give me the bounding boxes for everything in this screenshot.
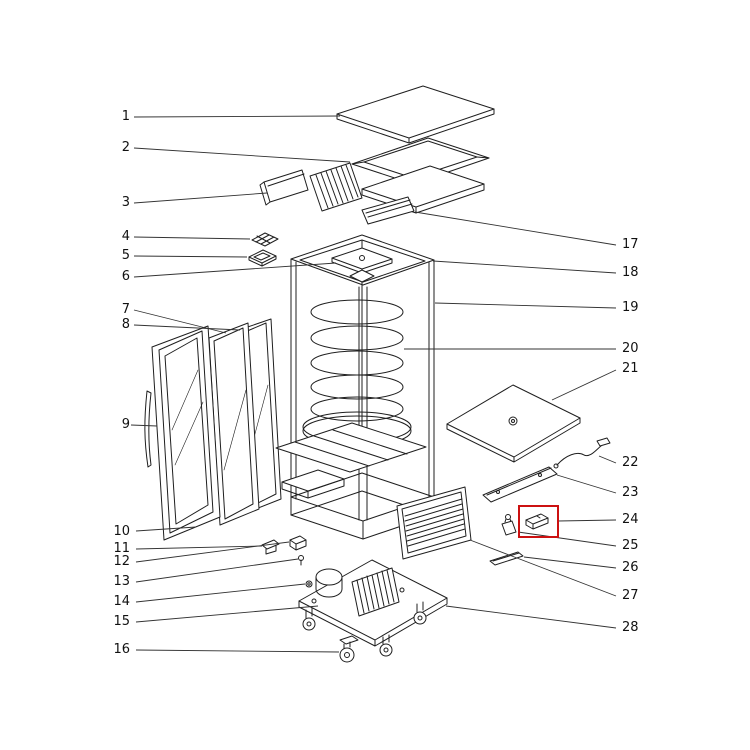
part-16-caster xyxy=(339,635,359,663)
part-27-grille xyxy=(396,486,472,560)
part-11-latch xyxy=(261,539,280,555)
part-label-18: 18 xyxy=(622,265,639,280)
part-label-19: 19 xyxy=(622,300,639,315)
part-12-tray-box xyxy=(281,469,345,499)
part-7-glass-panel xyxy=(208,322,260,526)
part-13-fastener xyxy=(298,555,304,566)
part-17-vent-strip xyxy=(361,196,415,225)
part-label-28: 28 xyxy=(622,620,639,635)
part-label-12: 12 xyxy=(113,554,130,569)
part-5-housing xyxy=(248,249,277,267)
part-25-bottle xyxy=(501,514,517,536)
part-9-door xyxy=(144,325,221,541)
part-label-5: 5 xyxy=(121,248,130,263)
part-label-22: 22 xyxy=(622,455,639,470)
part-label-17: 17 xyxy=(622,237,639,252)
part-11-rack xyxy=(275,422,427,473)
part-28-base-assembly xyxy=(298,559,448,657)
part-label-27: 27 xyxy=(622,588,639,603)
part-label-11: 11 xyxy=(113,541,130,556)
linework xyxy=(144,85,611,663)
part-12-block xyxy=(289,535,307,551)
part-label-20: 20 xyxy=(622,341,639,356)
part-label-16: 16 xyxy=(113,642,130,657)
part-14-grommet xyxy=(305,580,313,588)
part-24-clip xyxy=(525,513,549,530)
part-label-9: 9 xyxy=(121,417,130,432)
leader-lines xyxy=(130,115,617,653)
part-label-15: 15 xyxy=(113,614,130,629)
part-label-8: 8 xyxy=(121,317,130,332)
part-label-13: 13 xyxy=(113,574,130,589)
part-2-hood xyxy=(351,137,490,214)
part-label-1: 1 xyxy=(121,109,130,124)
part-1-top-panel xyxy=(336,85,495,144)
part-label-4: 4 xyxy=(121,229,130,244)
part-3-condenser xyxy=(259,162,363,212)
part-21-side-panel xyxy=(446,384,581,463)
part-label-3: 3 xyxy=(121,195,130,210)
part-23-bracket xyxy=(482,466,558,503)
part-22-wire xyxy=(553,437,611,469)
highlight-box-part-24 xyxy=(518,505,559,538)
door-handle xyxy=(144,390,152,468)
part-label-24: 24 xyxy=(622,512,639,527)
part-label-10: 10 xyxy=(113,524,130,539)
part-label-25: 25 xyxy=(622,538,639,553)
part-label-6: 6 xyxy=(121,269,130,284)
part-label-26: 26 xyxy=(622,560,639,575)
part-label-2: 2 xyxy=(121,140,130,155)
part-label-7: 7 xyxy=(121,302,130,317)
part-label-23: 23 xyxy=(622,485,639,500)
part-label-21: 21 xyxy=(622,361,639,376)
part-20-spiral xyxy=(310,269,404,422)
part-4-grid-plate xyxy=(251,232,279,247)
part-label-14: 14 xyxy=(113,594,130,609)
